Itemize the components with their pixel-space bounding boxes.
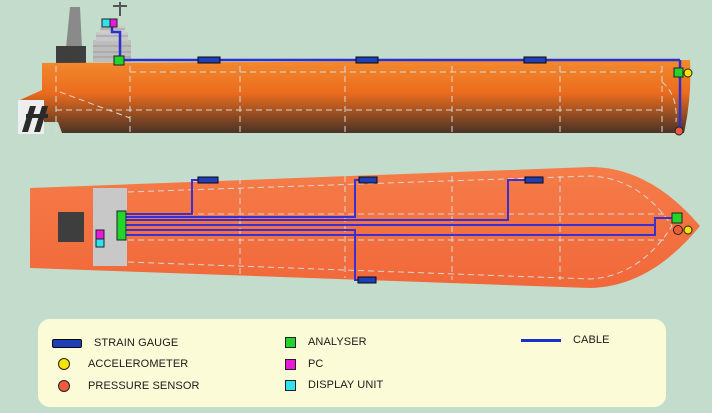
accelerometer-side [683,68,693,78]
legend-pc: PC [285,358,323,370]
funnel-plan [58,212,84,242]
hull-side [20,60,691,133]
display-unit-side [101,18,111,28]
accelerometer-icon [58,358,70,370]
analyser-bow-side [673,67,684,78]
legend-analyser: ANALYSER [285,336,367,348]
display-unit-icon [285,379,296,391]
cable-icon [521,338,561,342]
bulkhead-lines-side [55,66,677,132]
pc-icon [285,358,296,370]
legend-display-unit: DISPLAY UNIT [285,379,383,391]
ship-side-view [18,2,693,136]
legend-pc-label: PC [308,358,324,370]
analyser-bow-plan [671,212,683,224]
legend-strain-gauge-label: STRAIN GAUGE [94,337,179,349]
legend-accelerometer: ACCELEROMETER [58,358,188,370]
legend-accelerometer-label: ACCELEROMETER [88,358,189,370]
strain-gauge-side-3 [523,56,547,64]
legend-cable: CABLE [521,334,610,346]
hull-plan [30,167,700,288]
legend-cable-label: CABLE [573,334,610,346]
funnel [66,7,82,48]
cable-plan [120,179,674,281]
legend-analyser-label: ANALYSER [308,336,367,348]
strain-gauge-side-2 [355,56,379,64]
legend: STRAIN GAUGE ACCELEROMETER PRESSURE SENS… [38,319,666,407]
strain-gauge-icon [52,338,82,348]
pressure-sensor-icon [58,380,70,392]
analyser-icon [285,336,296,348]
pressure-sensor-plan [673,225,683,235]
legend-display-unit-label: DISPLAY UNIT [308,379,384,391]
bulkhead-lines-plan [127,175,673,280]
legend-pressure-sensor-label: PRESSURE SENSOR [88,380,200,392]
rudder [18,100,48,134]
ship-plan-view [30,167,700,288]
strain-gauge-plan-4 [357,276,377,284]
strain-gauge-side-1 [197,56,221,64]
analyser-side [113,55,125,66]
legend-strain-gauge: STRAIN GAUGE [52,337,178,349]
strain-gauge-plan-1 [197,176,219,184]
legend-pressure-sensor: PRESSURE SENSOR [58,380,200,392]
pc-plan [95,229,105,240]
analyser-plan [116,210,127,241]
display-unit-plan [95,238,105,248]
strain-gauge-plan-2 [358,176,378,184]
strain-gauge-plan-3 [524,176,544,184]
accelerometer-plan [683,225,693,235]
pressure-sensor-side [674,126,684,136]
pc-side [109,18,118,28]
